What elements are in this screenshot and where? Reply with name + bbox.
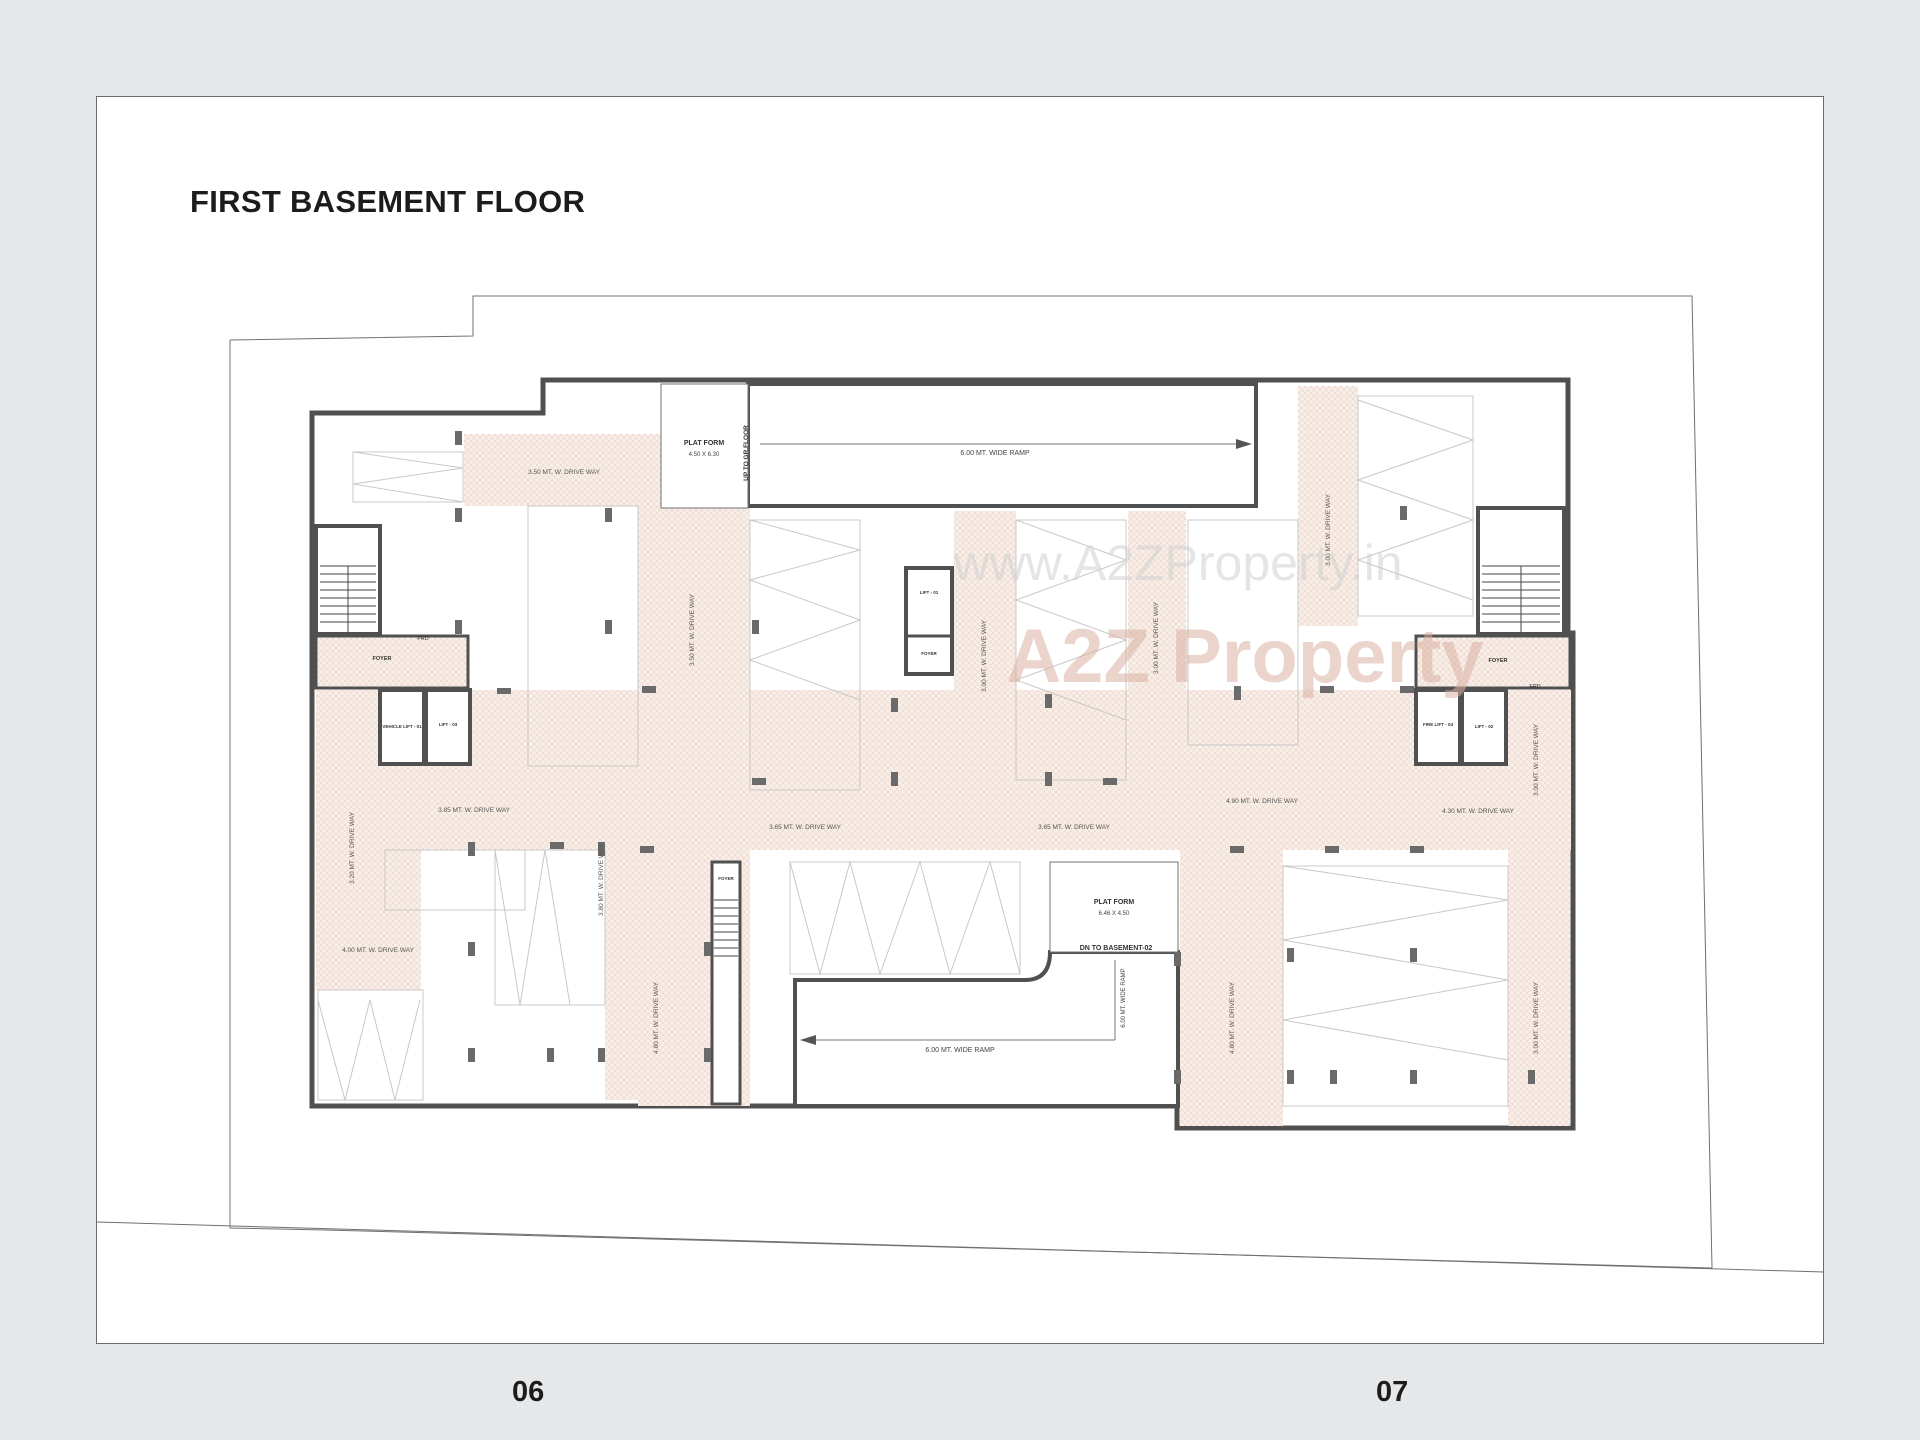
right-stair-treads <box>1482 565 1560 634</box>
driveway-label: 4.80 MT. W. DRIVE WAY <box>653 981 660 1054</box>
driveway-zones <box>316 386 1571 1126</box>
bottom-platform <box>1049 861 1179 953</box>
central-lift-label: LIFT - 01 <box>920 590 939 595</box>
up-to-gr-floor-label: UP TO GR.FLOOR <box>743 425 750 481</box>
driveway-label: 3.80 MT. W. DRIVE WAY <box>598 843 605 916</box>
driveway-label: 4.00 MT. W. DRIVE WAY <box>342 947 415 954</box>
page-number-right: 07 <box>1376 1376 1409 1408</box>
vehicle-lift-label: VEHICLE LIFT - 01 <box>382 724 422 729</box>
driveway-label: 3.00 MT. W. DRIVE WAY <box>1325 493 1332 566</box>
driveway-label: 3.50 MT. W. DRIVE WAY <box>689 593 696 666</box>
bottom-stair-treads <box>714 899 738 957</box>
road-edge <box>95 1221 1825 1273</box>
bottom-platform-label: PLAT FORM <box>1094 899 1134 906</box>
vehicle-lift <box>378 688 426 766</box>
lift-03-label: LIFT - 03 <box>439 722 458 727</box>
watermark-brand: A2Z Property <box>1006 614 1483 699</box>
right-foyer <box>1414 634 1572 690</box>
parking-bays <box>317 395 1509 1107</box>
left-foyer <box>314 634 470 690</box>
central-foyer-label: FOYER <box>921 651 937 656</box>
driveway-label: 3.85 MT. W. DRIVE WAY <box>438 807 511 814</box>
left-stair-treads <box>320 565 376 634</box>
driveway-label: 3.20 MT. W. DRIVE WAY <box>349 811 356 884</box>
driveway-label: 3.50 MT. W. DRIVE WAY <box>528 469 601 476</box>
plot-boundary <box>229 295 1713 1269</box>
lift-03-shaft <box>424 688 472 766</box>
dn-to-basement-label: DN TO BASEMENT-02 <box>1080 945 1153 952</box>
driveway-labels: 3.50 MT. W. DRIVE WAY 3.50 MT. W. DRIVE … <box>342 469 1540 1054</box>
driveway-label: 4.90 MT. W. DRIVE WAY <box>1226 798 1299 805</box>
page-number-left: 06 <box>512 1376 545 1408</box>
driveway-label: 3.00 MT. W. DRIVE WAY <box>981 619 988 692</box>
fire-lift-label: FIRE LIFT - 04 <box>1423 722 1453 727</box>
driveway-label: 3.00 MT. W. DRIVE WAY <box>1533 981 1540 1054</box>
top-platform-size: 4.50 X 6.30 <box>689 452 720 458</box>
bottom-foyer-label: FOYER <box>718 876 734 881</box>
driveway-label: 4.80 MT. W. DRIVE WAY <box>1229 981 1236 1054</box>
top-platform-label: PLAT FORM <box>684 440 724 447</box>
page-title: FIRST BASEMENT FLOOR <box>190 184 586 219</box>
central-lift <box>904 566 954 676</box>
watermark-url: www.A2ZProperty.in <box>952 535 1402 591</box>
left-frd-label: FRD <box>417 636 428 642</box>
fire-lift-shaft <box>1414 688 1462 766</box>
lift-02-shaft <box>1460 688 1508 766</box>
lift-02-label: LIFT - 02 <box>1475 724 1494 729</box>
driveway-label: 3.65 MT. W. DRIVE WAY <box>769 824 842 831</box>
left-foyer-label: FOYER <box>373 656 392 662</box>
bottom-platform-size: 6.46 X 4.50 <box>1099 911 1130 917</box>
driveway-label: 3.00 MT. W. DRIVE WAY <box>1533 723 1540 796</box>
ramp-arrowhead <box>1236 439 1252 449</box>
driveway-label: 4.30 MT. W. DRIVE WAY <box>1442 808 1515 815</box>
bottom-ramp-arrowhead <box>800 1035 816 1045</box>
bottom-staircase <box>710 860 742 1106</box>
driveway-label: 3.65 MT. W. DRIVE WAY <box>1038 824 1111 831</box>
ramp-label-vertical: 6.00 MT. WIDE RAMP <box>1121 968 1127 1027</box>
ramp-label-bottom: 6.00 MT. WIDE RAMP <box>925 1047 995 1054</box>
columns <box>455 431 1535 1084</box>
ramp-label-top: 6.00 MT. WIDE RAMP <box>960 450 1030 457</box>
driveway-label: 3.00 MT. W. DRIVE WAY <box>1153 601 1160 674</box>
right-foyer-label: FOYER <box>1489 658 1508 664</box>
right-frd-label: FRD <box>1529 684 1540 690</box>
top-platform <box>660 383 749 509</box>
top-ramp-block <box>746 382 1258 508</box>
